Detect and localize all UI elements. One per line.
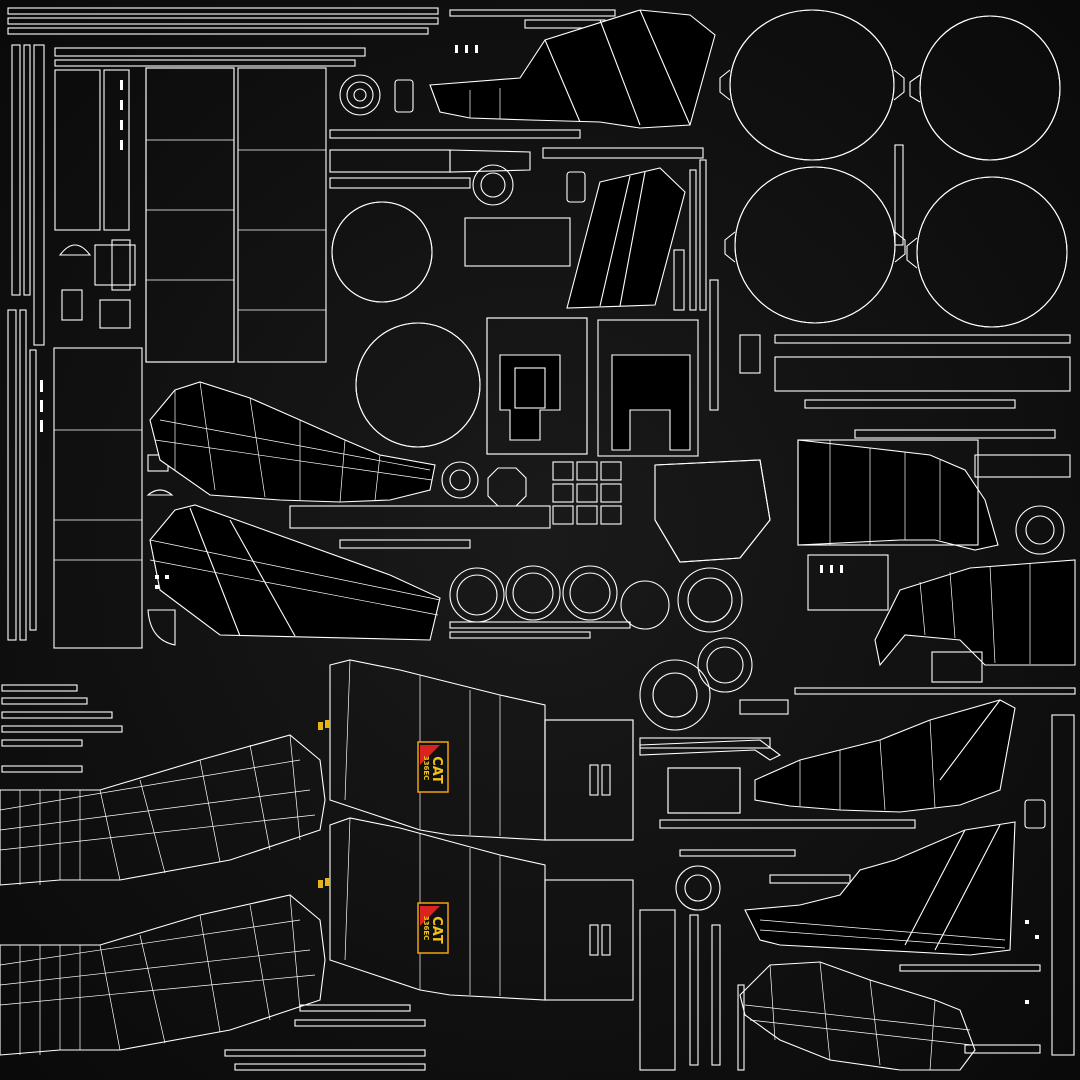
top-center-strips [329,9,704,267]
debris-cluster [654,459,771,563]
cat-logo-1: CAT 336EC [417,741,449,793]
small-parts-left [58,239,176,646]
bottom-right-parts [639,714,1075,1056]
cat-logo-1-model: 336EC [422,756,430,781]
track-upper-b [329,659,634,841]
right-body-lower-c [739,961,1041,1071]
fender-top [429,9,716,129]
right-body-lower-b [744,821,1016,956]
cat-logo-2-model: 336EC [422,916,430,941]
scatter-bits [40,45,1039,1004]
top-left-strips [7,7,439,641]
black-tread-panel [149,504,441,641]
bottom-center-strips [224,909,745,1071]
right-mid-body [797,439,1071,611]
sphere-grid-b [355,322,481,448]
wheel-disc-small [339,74,586,206]
center-strips-mid [289,505,631,639]
sphere-2 [909,15,1061,161]
track-lower-b [329,817,634,1001]
right-strips [739,144,1071,439]
black-panel [566,167,686,309]
caution-stickers [318,720,330,888]
sphere-grid-a [331,201,433,303]
body-panel-left [149,381,436,503]
center-vertical-strips [673,159,719,411]
ring-row [449,565,753,731]
right-body-lower-a [754,699,1016,813]
tall-panels [53,67,327,649]
cat-logo-1-brand: CAT [429,756,444,784]
right-mid-fender [739,559,1076,715]
sphere-4 [906,176,1068,328]
cat-logo-2: CAT 336EC [417,902,449,954]
cat-logo-2-brand: CAT [429,916,444,944]
small-grids-center [441,461,622,525]
sphere-1 [719,9,905,161]
bottom-left-strips [1,684,123,773]
track-lower-a [0,894,326,1056]
bracket-parts [486,317,699,457]
track-upper-a [0,734,326,886]
